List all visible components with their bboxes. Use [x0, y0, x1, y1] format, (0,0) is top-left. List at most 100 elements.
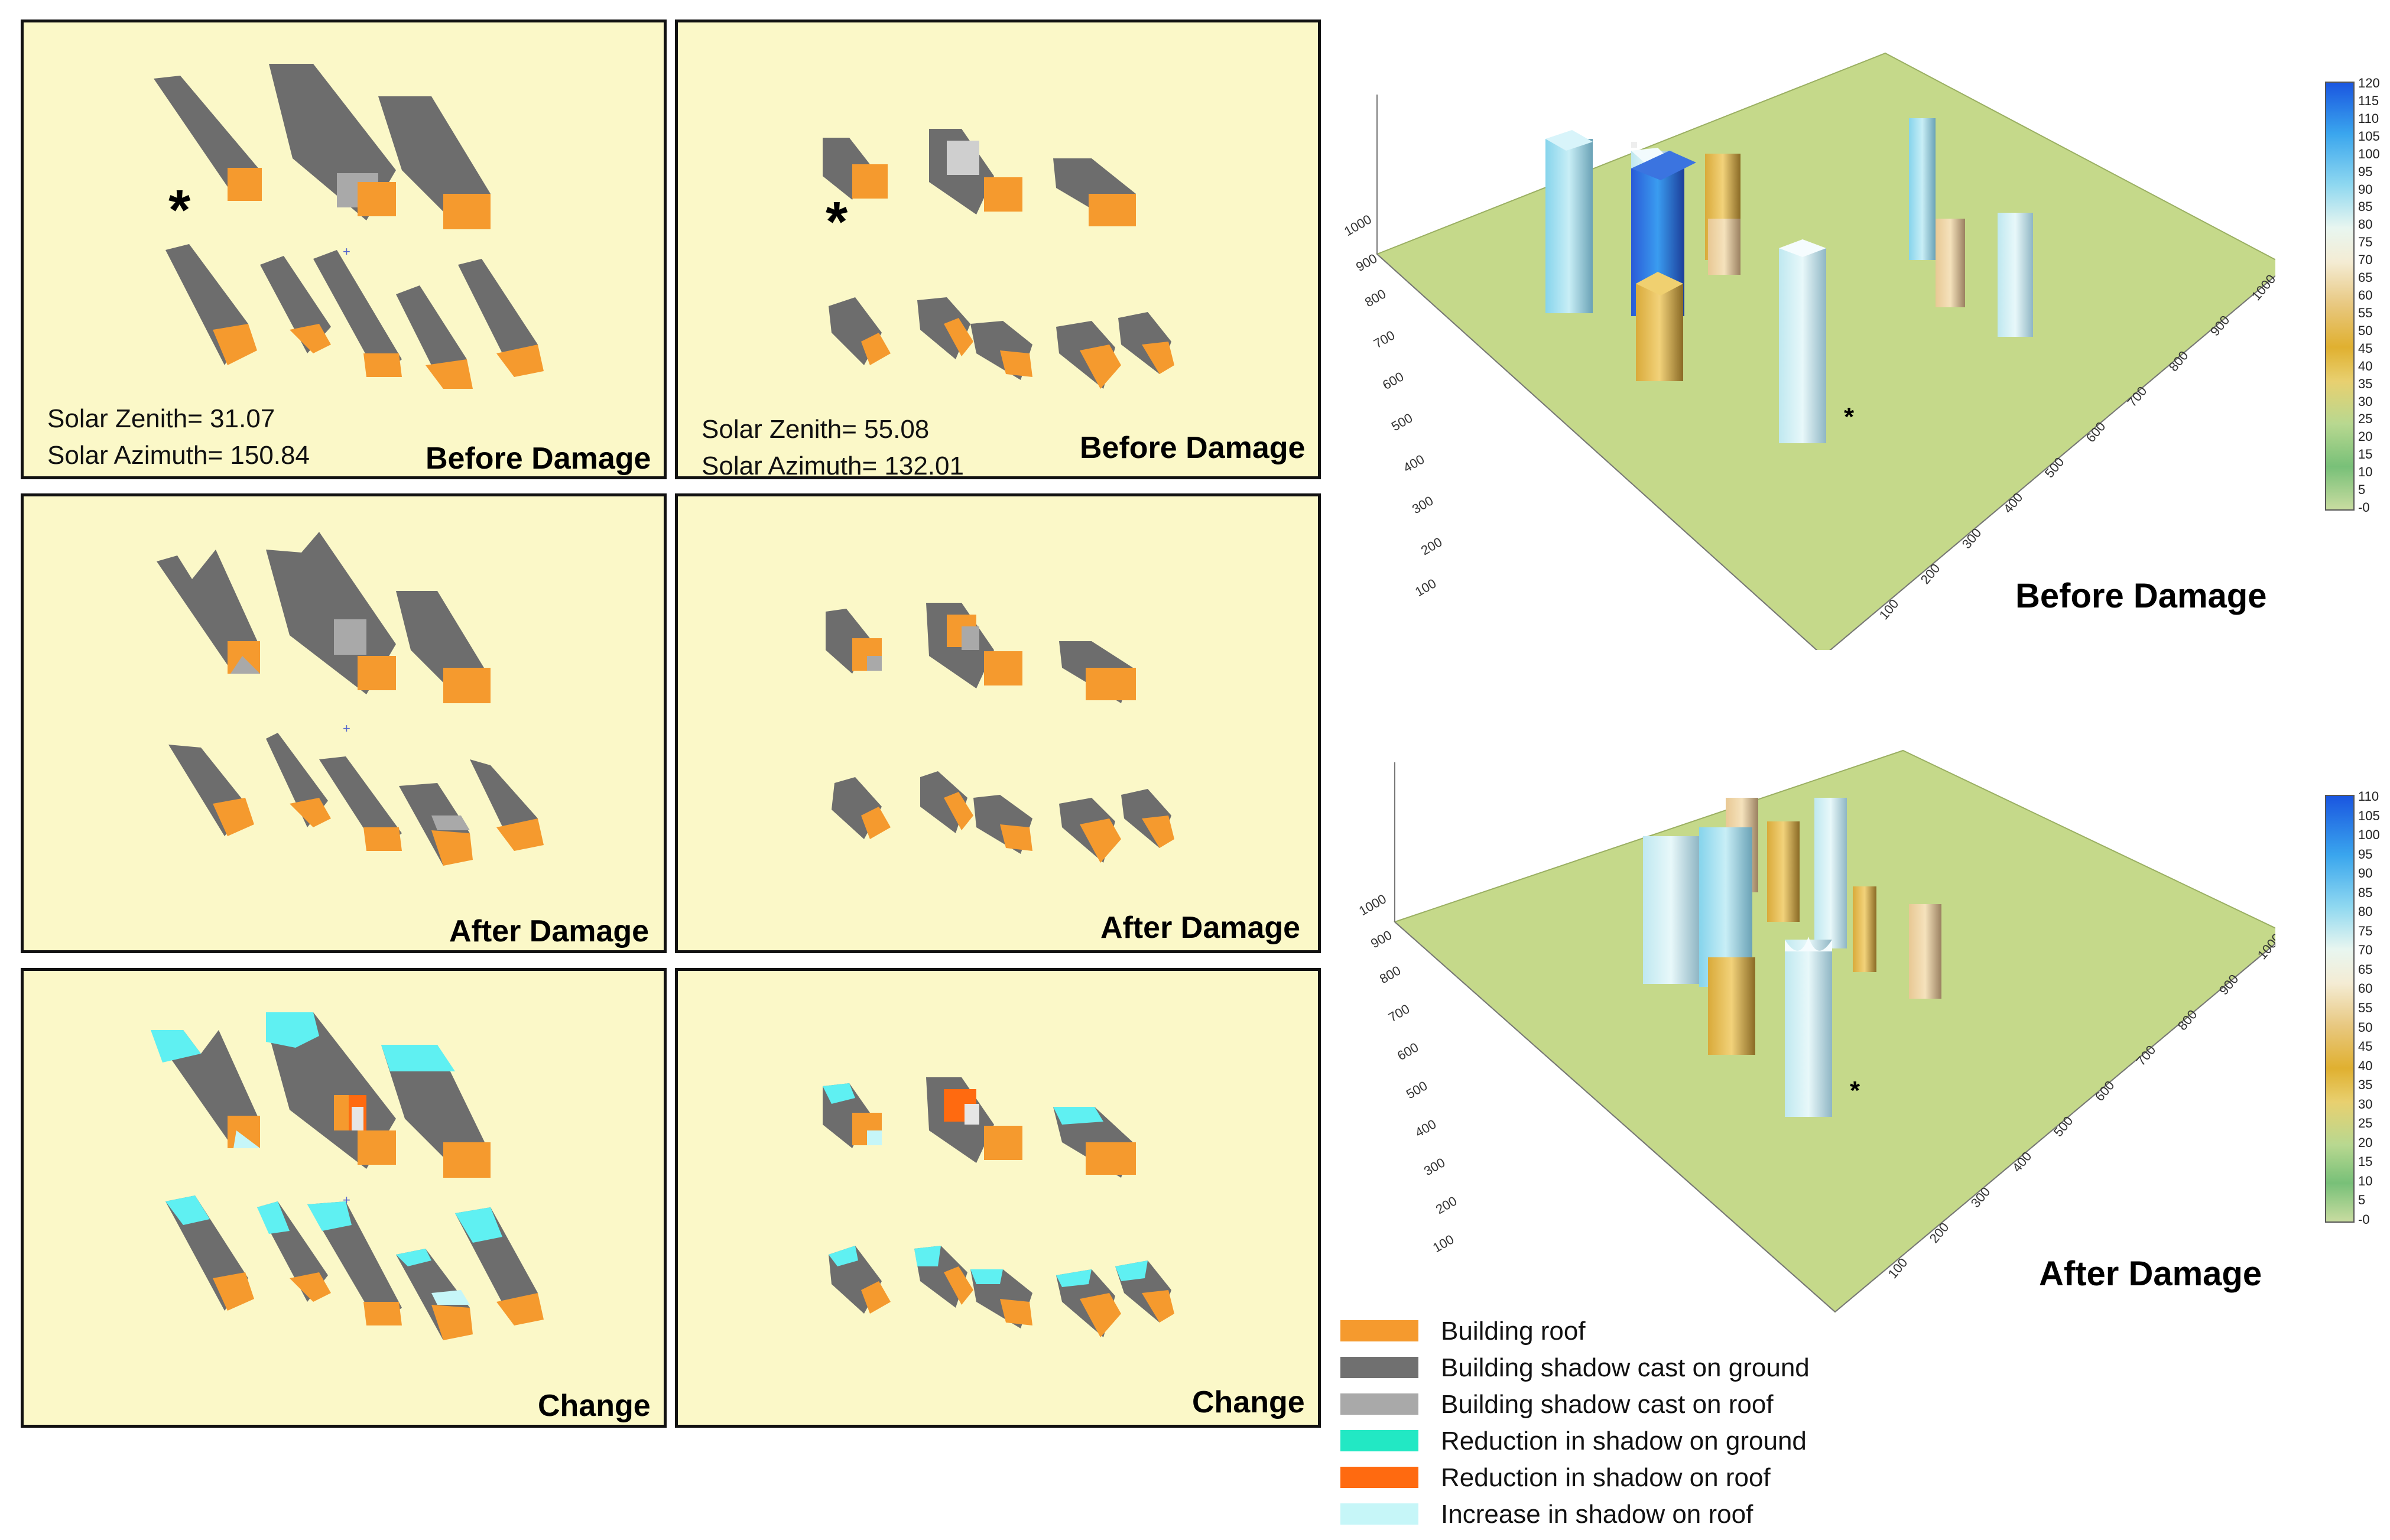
colorbar-before [2325, 82, 2355, 511]
solar-zenith: Solar Zenith= 31.07 [47, 404, 275, 433]
colorbar-tick-label: 70 [2358, 943, 2373, 958]
svg-text:+: + [343, 1193, 350, 1207]
plot-marker-star: * [1844, 402, 1855, 431]
plot-title-after: After Damage [2039, 1255, 2262, 1293]
svg-text:700: 700 [1386, 1001, 1412, 1025]
colorbar-tick-label: 60 [2358, 288, 2373, 303]
legend-label: Building roof [1441, 1317, 1586, 1346]
shadow-map-after-left: + [157, 532, 544, 866]
svg-text:1000: 1000 [1342, 212, 1374, 239]
colorbar-tick-label: -0 [2358, 1212, 2370, 1227]
legend-item: Building shadow cast on roof [1340, 1386, 1872, 1423]
colorbar-tick-label: 55 [2358, 305, 2373, 320]
colorbar-tick-label: 40 [2358, 358, 2373, 373]
colorbar-tick-label: 120 [2358, 76, 2380, 90]
colorbar-tick-label: 100 [2358, 827, 2380, 843]
colorbar-tick-label: 15 [2358, 447, 2373, 462]
legend-swatch [1340, 1503, 1418, 1525]
svg-text:100: 100 [1430, 1232, 1456, 1255]
colorbar-tick-label: 90 [2358, 181, 2373, 197]
panel-title: Change [538, 1389, 651, 1423]
colorbar-tick-label: 10 [2358, 1173, 2373, 1188]
panel-title: Before Damage [426, 441, 651, 476]
solar-readout: Solar Zenith= 31.07 Solar Azimuth= 150.8… [47, 401, 310, 474]
colorbar-tick-label: 95 [2358, 846, 2373, 862]
shadow-map-change-left: + [151, 1012, 544, 1340]
panel-title: Change [1192, 1385, 1305, 1419]
colorbar-tick-label: 10 [2358, 464, 2373, 480]
svg-text:700: 700 [1371, 327, 1397, 351]
plot-marker-star: * [1850, 1076, 1860, 1105]
colorbar-tick-label: 85 [2358, 885, 2373, 900]
colorbar-tick-label: 45 [2358, 340, 2373, 356]
colorbar-tick-label: 65 [2358, 961, 2373, 977]
plot-title-before: Before Damage [2015, 577, 2267, 615]
solar-zenith: Solar Zenith= 55.08 [702, 415, 930, 444]
legend-swatch [1340, 1393, 1418, 1415]
colorbar-tick-label: 90 [2358, 866, 2373, 881]
panel-title: After Damage [449, 914, 650, 948]
colorbar-tick-label: 55 [2358, 1000, 2373, 1015]
legend-swatch [1340, 1357, 1418, 1378]
colorbar-tick-label: 100 [2358, 146, 2380, 161]
colorbar-tick-label: 95 [2358, 164, 2373, 179]
colorbar-tick-label: 110 [2358, 111, 2379, 126]
panel-change-right: Change [675, 968, 1321, 1428]
svg-text:800: 800 [1377, 963, 1403, 986]
svg-text:800: 800 [1362, 286, 1388, 310]
colorbar-tick-label: 20 [2358, 429, 2373, 444]
panel-after-left: + After Damage [21, 493, 667, 953]
svg-text:200: 200 [1433, 1193, 1459, 1217]
legend-item: Reduction in shadow on ground [1340, 1423, 1872, 1460]
colorbar-tick-label: 30 [2358, 1096, 2373, 1112]
legend-item: Reduction in shadow on roof [1340, 1460, 1872, 1496]
colorbar-tick-label: 45 [2358, 1039, 2373, 1054]
svg-text:900: 900 [1353, 251, 1379, 274]
svg-text:400: 400 [1401, 451, 1427, 475]
colorbar-tick-label: 115 [2358, 93, 2379, 108]
colorbar-tick-label: 105 [2358, 128, 2380, 144]
legend-label: Building shadow cast on ground [1441, 1353, 1810, 1382]
svg-text:+: + [343, 721, 350, 736]
legend-label: Building shadow cast on roof [1441, 1390, 1774, 1419]
solar-azimuth: Solar Azimuth= 150.84 [47, 441, 310, 470]
svg-text:+: + [343, 244, 350, 259]
svg-text:500: 500 [1404, 1078, 1430, 1102]
colorbar-tick-label: 60 [2358, 981, 2373, 996]
plot-3d-after: * 100 200 300 400 500 600 700 800 900 10… [1356, 749, 2275, 1313]
legend-label: Reduction in shadow on roof [1441, 1463, 1771, 1492]
colorbar-tick-label: -0 [2358, 500, 2370, 515]
colorbar-tick-label: 15 [2358, 1154, 2373, 1169]
legend-label: Increase in shadow on roof [1441, 1500, 1753, 1529]
colorbar-tick-label: 35 [2358, 1077, 2373, 1093]
colorbar-tick-label: 110 [2358, 789, 2379, 804]
panel-title: After Damage [1100, 911, 1301, 945]
colorbar-tick-label: 105 [2358, 808, 2380, 823]
marker-star: * [168, 178, 191, 242]
colorbar-tick-label: 75 [2358, 923, 2373, 938]
svg-text:100: 100 [1412, 576, 1438, 599]
svg-text:500: 500 [1389, 410, 1415, 434]
solar-azimuth: Solar Azimuth= 132.01 [702, 451, 964, 479]
legend-item: Increase in shadow on roof [1340, 1496, 1872, 1533]
colorbar-tick-label: 5 [2358, 1193, 2366, 1208]
svg-text:600: 600 [1395, 1039, 1421, 1063]
svg-text:600: 600 [1380, 369, 1406, 392]
colorbar-tick-label: 75 [2358, 235, 2373, 250]
colorbar-tick-label: 80 [2358, 904, 2373, 920]
legend-item: Building shadow cast on ground [1340, 1350, 1872, 1386]
svg-text:300: 300 [1421, 1155, 1447, 1178]
colorbar-tick-label: 25 [2358, 411, 2373, 427]
shadow-map-change-right [823, 1077, 1174, 1337]
colorbar-tick-label: 70 [2358, 252, 2373, 268]
legend-item: Building roof [1340, 1313, 1872, 1350]
svg-text:300: 300 [1410, 493, 1436, 516]
svg-text:900: 900 [1368, 927, 1394, 951]
colorbar-after [2325, 795, 2355, 1223]
shadow-map-after-right [826, 603, 1174, 863]
colorbar-tick-label: 65 [2358, 270, 2373, 285]
panel-before-left: + * Solar Zenith= 31.07 Solar Azimuth= 1… [21, 20, 667, 479]
plot-3d-before: * 100 200 300 400 500 600 700 800 900 10… [1342, 52, 2275, 650]
